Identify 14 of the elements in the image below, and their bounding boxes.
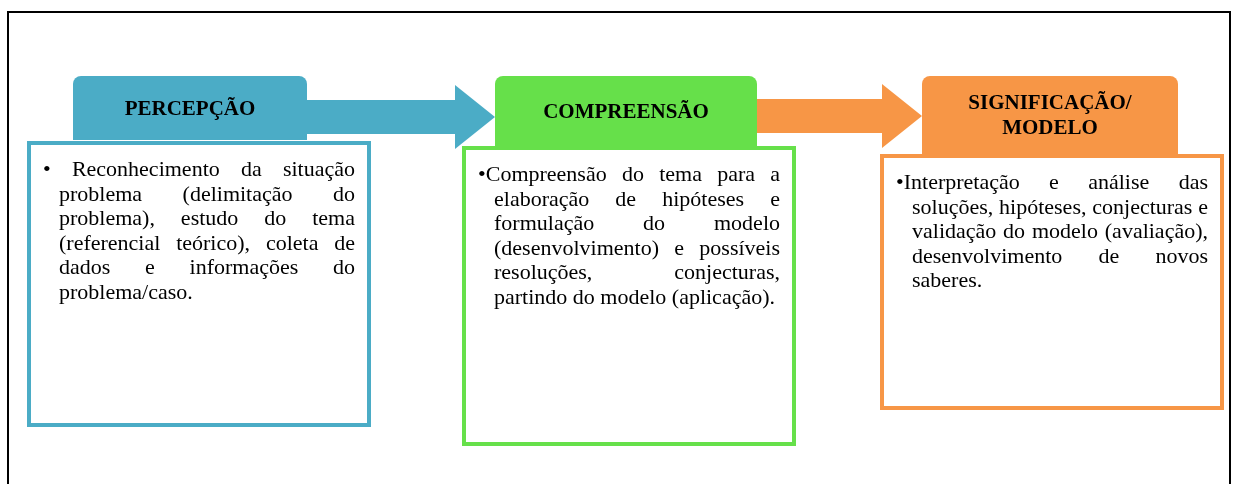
bullet-text: •Compreensão do tema para a elaboração de hipóteses e formulação do modelo (desenvolvimento) e possíveis resoluções, conjecturas, partindo do modelo (aplicação). (478, 162, 780, 309)
block-arrow (307, 85, 495, 149)
text-box (27, 141, 371, 427)
header-text: SIGNIFICAÇÃO/ MODELO (967, 90, 1133, 140)
header-tab (73, 76, 307, 140)
bullet-text: •Interpretação e análise das soluções, hipóteses, conjecturas e validação do modelo (avaliação), desenvolvimento de novos saberes. (896, 170, 1208, 293)
header-tab (495, 76, 757, 146)
text-box (880, 154, 1224, 410)
bullet-text: • Reconhecimento da situação problema (delimitação do problema), estudo do tema (referencial teórico), coleta de dados e informações do problema/caso. (43, 157, 355, 304)
header-text: PERCEPÇÃO (124, 95, 256, 121)
block-arrow (757, 84, 922, 148)
text-box (462, 146, 796, 446)
header-tab (922, 76, 1178, 154)
header-text: COMPREENSÃO (543, 98, 709, 124)
